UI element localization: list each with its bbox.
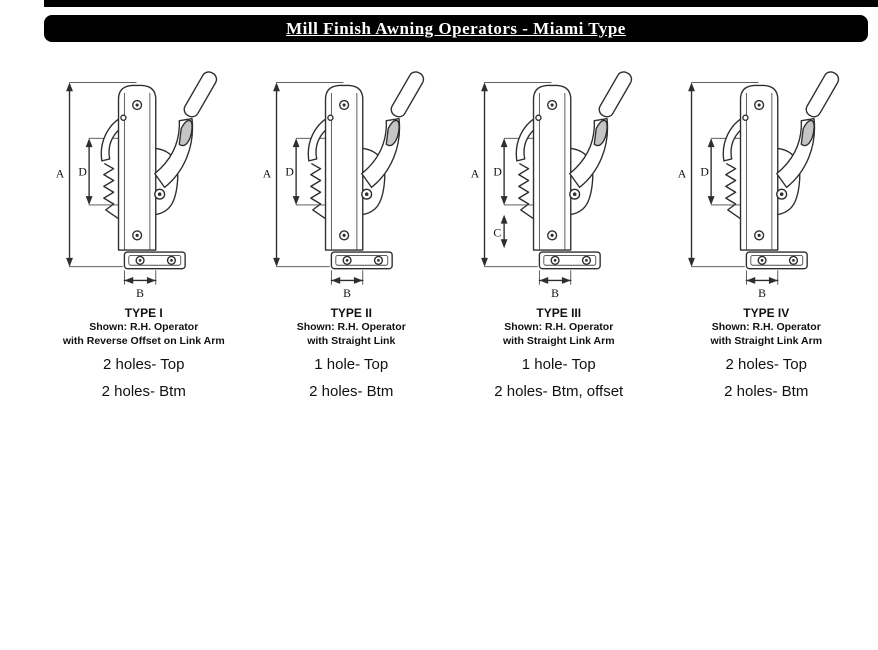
base-bracket	[538, 251, 601, 270]
operator-body	[740, 84, 779, 251]
operator-technical-drawing: A D C B	[56, 71, 217, 300]
shown-text: Shown: R.H. Operator	[711, 321, 821, 333]
operator-column-type-ii: A D C B TYPE II Shown: R.H. Operator wit…	[248, 56, 456, 401]
dim-label-d: D	[78, 166, 87, 179]
dimension-b-arrow	[330, 270, 364, 285]
operator-body	[325, 84, 364, 251]
shown-text: Shown: R.H. Operator	[89, 321, 199, 333]
dimension-a-arrow	[273, 82, 281, 267]
holes-btm-text: 2 holes- Btm	[309, 382, 394, 400]
dim-label-a: A	[471, 168, 480, 181]
holes-btm-text: 2 holes- Btm	[724, 382, 809, 400]
link-arm-description: with Straight Link	[307, 335, 396, 348]
page-title: Mill Finish Awning Operators - Miami Typ…	[286, 18, 626, 38]
operator-body	[117, 84, 157, 251]
link-arm-description: with Straight Link Arm	[710, 335, 823, 348]
dimension-d-arrow	[292, 138, 300, 205]
dim-label-b: B	[551, 287, 559, 300]
type-label: TYPE II	[330, 306, 372, 320]
dim-label-b: B	[343, 287, 351, 300]
dim-label-c: C	[493, 226, 501, 239]
shown-text: Shown: R.H. Operator	[504, 321, 614, 333]
holes-btm-text: 2 holes- Btm	[101, 382, 186, 400]
base-bracket	[745, 251, 809, 270]
dimension-b-arrow	[538, 270, 572, 285]
dim-label-a: A	[263, 168, 272, 181]
dimension-d-arrow	[707, 138, 715, 205]
operator-figure: A D C B	[44, 56, 244, 304]
holes-top-text: 1 hole- Top	[314, 356, 389, 374]
operator-figure: A D C B	[252, 56, 452, 304]
type-label: TYPE III	[536, 306, 582, 320]
top-rule	[44, 0, 878, 7]
dim-label-d: D	[493, 166, 502, 179]
type-label: TYPE IV	[743, 306, 790, 320]
operator-column-type-iii: A D C B TYPE III Shown: R.H. Operator wi…	[455, 56, 663, 401]
dim-label-a: A	[56, 168, 65, 181]
type-label: TYPE I	[124, 306, 163, 320]
crank-handle	[361, 71, 425, 200]
operator-technical-drawing: A D C B	[678, 71, 840, 300]
dimension-a-arrow	[65, 82, 73, 267]
link-arm-description: with Reverse Offset on Link Arm	[62, 335, 225, 348]
dimension-d-arrow	[85, 138, 93, 205]
operator-technical-drawing: A D C B	[471, 71, 632, 300]
operator-figure: A D C B	[667, 56, 867, 304]
dimension-c-arrow	[500, 214, 508, 249]
dim-label-d: D	[286, 166, 295, 179]
dimension-d-arrow	[500, 138, 508, 205]
crank-handle	[568, 71, 632, 200]
crank-handle	[776, 71, 840, 200]
dim-label-a: A	[678, 168, 687, 181]
operator-column-type-iv: A D C B TYPE IV Shown: R.H. Operator wit…	[663, 56, 871, 401]
shown-text: Shown: R.H. Operator	[296, 321, 406, 333]
base-bracket	[330, 251, 394, 270]
dim-label-b: B	[136, 287, 144, 300]
dim-label-b: B	[758, 287, 766, 300]
holes-top-text: 2 holes- Top	[103, 356, 185, 374]
dimension-a-arrow	[688, 82, 696, 267]
page-title-bar: Mill Finish Awning Operators - Miami Typ…	[44, 15, 868, 42]
holes-top-text: 2 holes- Top	[725, 356, 807, 374]
operator-columns: A D C B TYPE I Shown: R.H. Operator with…	[40, 56, 870, 401]
operator-column-type-i: A D C B TYPE I Shown: R.H. Operator with…	[40, 56, 248, 401]
dimension-b-arrow	[123, 270, 157, 285]
operator-figure: A D C B	[459, 56, 659, 304]
operator-technical-drawing: A D C B	[263, 71, 425, 300]
dimension-a-arrow	[480, 82, 488, 267]
holes-btm-text: 2 holes- Btm, offset	[494, 382, 624, 400]
base-bracket	[123, 251, 186, 270]
holes-top-text: 1 hole- Top	[521, 356, 596, 374]
crank-handle	[153, 71, 217, 200]
dim-label-d: D	[701, 166, 710, 179]
link-arm-description: with Straight Link Arm	[502, 335, 615, 348]
operator-body	[532, 84, 572, 251]
dimension-b-arrow	[745, 270, 779, 285]
